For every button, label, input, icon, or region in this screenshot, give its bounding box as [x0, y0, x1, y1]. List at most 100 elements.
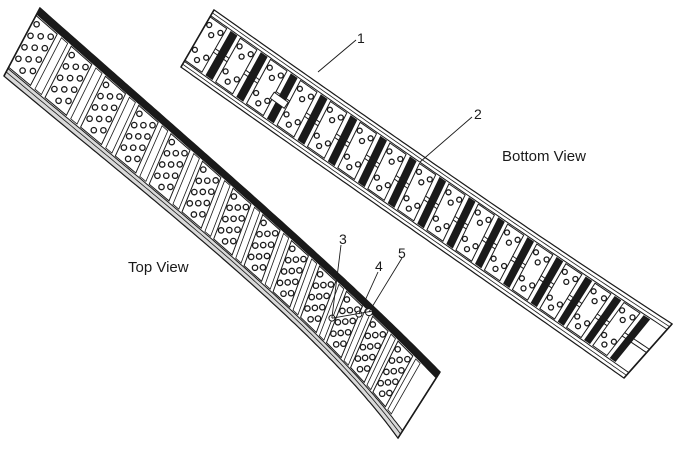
top-view-tread-hole	[91, 104, 99, 111]
top-view-tread-hole	[332, 341, 340, 348]
top-view-tread-hole	[203, 199, 211, 207]
top-view-tread-hole	[62, 63, 70, 70]
top-view-tread-hole	[56, 74, 64, 82]
bottom-view-tread-hole	[563, 278, 570, 286]
top-view-tread-hole	[72, 63, 80, 71]
bottom-view-tread-hole	[574, 313, 581, 320]
top-view-tread-hole	[311, 304, 319, 312]
bottom-view-label: Bottom View	[502, 148, 586, 165]
bottom-view-tread-hole	[534, 259, 541, 266]
bottom-view-tread-hole	[298, 95, 306, 103]
top-view-tread-hole	[284, 256, 292, 264]
top-view-tread-hole	[238, 215, 246, 222]
bottom-view-tread-hole	[463, 245, 471, 253]
bottom-view-tread-hole	[514, 236, 521, 243]
top-view-tread-hole	[110, 104, 118, 112]
top-view-tread-hole	[186, 200, 194, 207]
top-view-tread-hole	[292, 256, 300, 263]
top-view-cross-member	[292, 258, 318, 316]
top-view-cross-member	[204, 180, 231, 237]
top-view-tread-hole	[154, 172, 161, 180]
top-view-tread-hole	[181, 149, 188, 157]
top-view-ramp	[3, 6, 441, 440]
bottom-view-tread-hole	[476, 219, 484, 226]
top-view-tread-hole	[300, 255, 307, 263]
top-view-tread-hole	[194, 199, 202, 207]
bottom-view-tread-hole	[418, 179, 425, 186]
bottom-view-tread-hole	[313, 132, 320, 139]
bottom-view-cross-member	[530, 256, 564, 308]
top-view-tread-hole	[260, 219, 267, 227]
top-view-tread-hole	[158, 183, 165, 191]
top-view-tread-hole	[256, 230, 263, 238]
bottom-view-tread-hole	[447, 199, 454, 206]
bottom-view-tread-hole	[222, 68, 229, 75]
top-view-tread-hole	[280, 268, 288, 275]
callout-leader-lines	[317, 39, 473, 319]
bottom-view-tread-hole	[203, 54, 210, 61]
top-view-tread-hole	[366, 343, 374, 350]
top-view-tread-hole	[144, 133, 151, 140]
top-view-cross-member	[105, 96, 136, 154]
top-view-tread-hole	[35, 56, 43, 63]
top-view-rail-line-1	[5, 71, 401, 435]
bottom-view-tread-hole	[376, 184, 383, 192]
leader-5	[368, 257, 403, 313]
top-view-tread-hole	[47, 33, 55, 41]
bottom-view-tread-hole	[206, 21, 213, 29]
top-view-tread-hole	[341, 318, 349, 325]
bottom-view-tread-hole	[546, 294, 553, 301]
top-view-tread-hole	[315, 293, 323, 300]
top-view-tread-hole	[134, 133, 142, 140]
top-view-tread-hole	[171, 172, 179, 180]
top-view-tread-hole	[361, 354, 369, 362]
bottom-view-cross-member	[236, 52, 268, 102]
bottom-view-tread-hole	[255, 100, 262, 107]
bottom-view-tread-hole	[217, 29, 224, 37]
bottom-view-tread-hole	[277, 72, 284, 79]
top-view-tread-hole	[134, 155, 141, 163]
bottom-view-tread-hole	[268, 74, 276, 82]
top-view-tread-hole	[102, 81, 110, 89]
top-view-cross-member	[70, 67, 103, 125]
top-view-tread-hole	[101, 104, 108, 111]
top-view-tread-hole	[327, 281, 335, 288]
top-view-tread-hole	[369, 353, 376, 361]
bottom-view-tread-hole	[583, 320, 591, 327]
top-view-tread-hole	[195, 177, 203, 185]
top-view-tread-hole	[190, 188, 198, 196]
top-view-tread-hole	[199, 188, 207, 196]
top-view-tread-hole	[120, 144, 128, 151]
top-view-tread-hole	[31, 44, 39, 52]
bottom-view-tread-hole	[208, 31, 215, 39]
top-view-tread-hole	[384, 379, 392, 386]
bottom-view-cross-member	[327, 115, 358, 167]
callout-5-nut: 5	[398, 245, 406, 261]
top-view-tread-hole	[312, 282, 320, 290]
top-view-tread-hole	[176, 161, 184, 168]
top-view-tread-hole	[90, 126, 98, 134]
top-view-tread-hole	[291, 278, 299, 286]
bottom-view-tread-hole	[445, 189, 452, 196]
top-view-tread-hole	[386, 389, 393, 397]
bottom-view-cross-member	[584, 295, 622, 345]
top-view-tread-hole	[167, 183, 174, 191]
top-view-tread-hole	[234, 226, 241, 234]
top-view-tread-hole	[55, 97, 62, 105]
top-view-tread-hole	[21, 43, 28, 51]
top-view-tread-hole	[230, 193, 238, 200]
top-view-tread-hole	[340, 340, 347, 348]
top-view-tread-hole	[255, 253, 263, 260]
bottom-view-tread-hole	[600, 295, 608, 302]
bottom-view-tread-hole	[426, 176, 433, 183]
bottom-view-tread-hole	[505, 239, 513, 246]
top-view-tread-hole	[334, 318, 342, 326]
bottom-view-cross-member	[446, 197, 476, 249]
bottom-view-tread-hole	[233, 76, 240, 83]
top-view-tread-hole	[330, 330, 337, 338]
top-view-tread-hole	[82, 63, 89, 71]
bottom-view-tread-hole	[358, 137, 366, 145]
bottom-view-tread-hole	[572, 275, 579, 283]
top-view-tread-hole	[221, 238, 229, 245]
bottom-view-tread-hole	[193, 56, 201, 64]
